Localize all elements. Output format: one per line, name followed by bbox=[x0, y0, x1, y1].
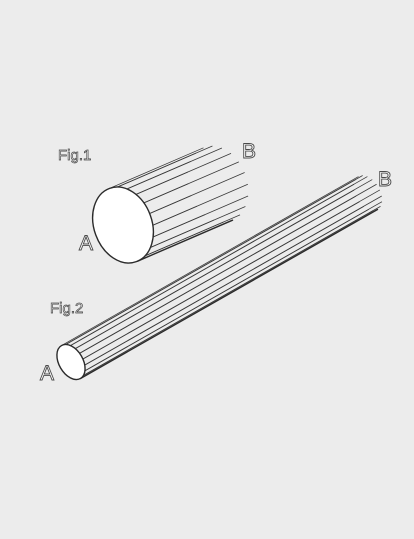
fig1-hatch-line bbox=[117, 145, 213, 188]
fig2-end-face-a bbox=[56, 343, 86, 381]
fig2-end-b-label: B bbox=[378, 168, 392, 191]
fig2-hatch-line bbox=[82, 189, 381, 360]
fig1-hatch-line bbox=[144, 214, 241, 257]
fig1-cylinder: Fig.1 A B bbox=[58, 140, 256, 264]
fig2-hatch-line bbox=[83, 206, 381, 376]
fig2-hatch-line bbox=[70, 176, 368, 346]
fig1-hatch-line bbox=[150, 206, 246, 248]
fig1-end-a-label: A bbox=[79, 232, 93, 255]
fig1-hatch-line bbox=[149, 172, 245, 214]
fig2-rod-body bbox=[79, 208, 379, 380]
fig2-hatch-line bbox=[75, 179, 373, 349]
fig2-hatch-line bbox=[65, 175, 363, 345]
fig1-title: Fig.1 bbox=[58, 147, 91, 164]
fig1-hatch-line bbox=[143, 161, 240, 204]
fig1-end-face-a bbox=[91, 186, 155, 264]
fig2-hatch-line bbox=[61, 176, 359, 346]
fig1-end-b-label: B bbox=[242, 140, 256, 163]
fig2-end-a-label: A bbox=[40, 362, 54, 385]
fig1-cylinder-body bbox=[136, 219, 234, 262]
fig2-title: Fig.2 bbox=[50, 300, 83, 317]
fig1-silhouette bbox=[136, 219, 234, 262]
fig1-hatch-line bbox=[126, 147, 223, 190]
fig2-hatch-line bbox=[84, 195, 382, 366]
fig2-hatch-line bbox=[84, 201, 383, 372]
fig2-surface-lines bbox=[56, 175, 383, 380]
fig2-hatch-line bbox=[79, 183, 377, 354]
fig1-hatch-line bbox=[152, 195, 249, 238]
fig2-silhouette bbox=[79, 208, 379, 380]
fig1-hatch-line bbox=[135, 153, 232, 195]
fig1-hatch-line bbox=[108, 147, 204, 190]
fig1-hatch-line bbox=[152, 183, 248, 226]
fig2-rod: Fig.2 A B bbox=[40, 168, 393, 386]
